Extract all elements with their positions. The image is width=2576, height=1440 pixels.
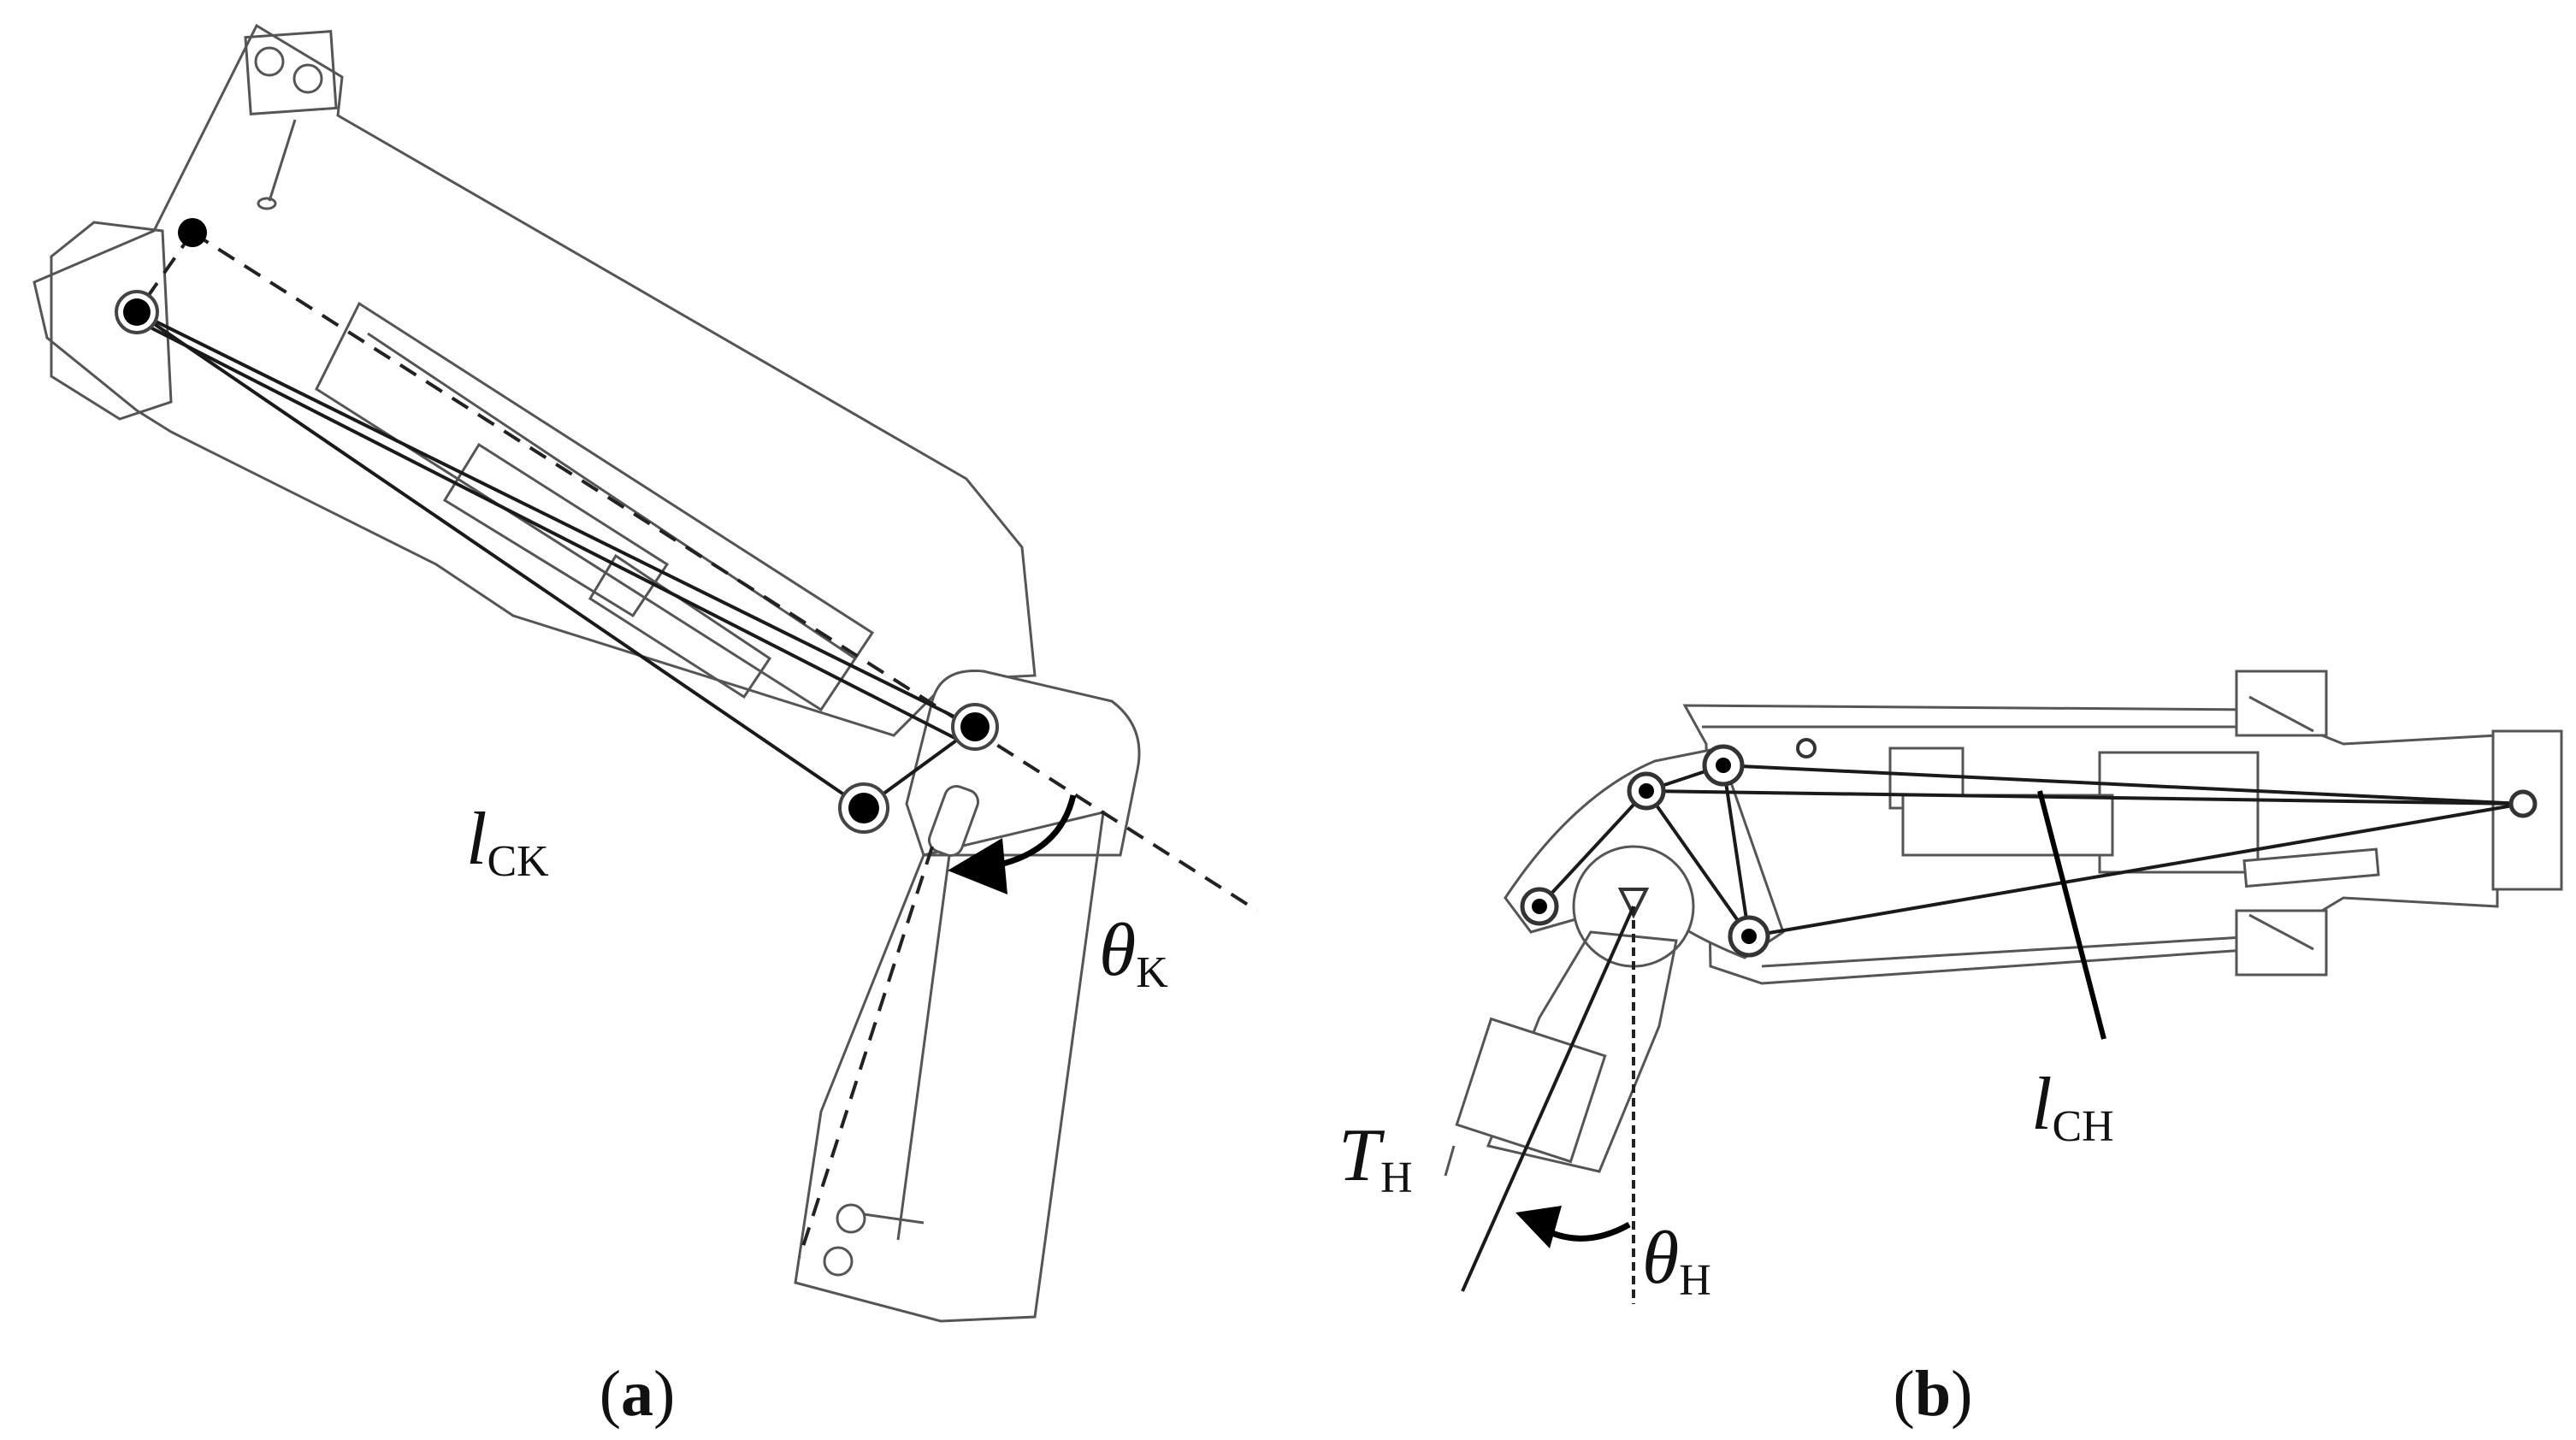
hip-angle-arrowhead	[1515, 1206, 1562, 1248]
panel-b-hip-diagram: lCH TH θH	[1338, 670, 2563, 1305]
actuator-line-3	[145, 323, 967, 746]
bottom-flange	[2235, 909, 2328, 977]
left-clevis-block	[50, 221, 173, 421]
upper-screw-1	[254, 46, 285, 77]
panel-a-knee-diagram: lCK θK	[32, 23, 1259, 1323]
actuator-line-1	[136, 310, 976, 729]
lower-screw-2	[823, 1246, 854, 1277]
actuator-line-2	[135, 310, 866, 810]
thigh-axis-dashed	[191, 231, 1259, 912]
hip-link-rod-3	[1645, 789, 1751, 938]
length-label-lch: lCH	[2031, 1063, 2114, 1151]
hip-angle-arrow	[1546, 1221, 1631, 1242]
lch-leader-line	[2037, 790, 2106, 1040]
shank-axis-dashed	[798, 846, 934, 1258]
caption-b: (b)	[1894, 1358, 1973, 1430]
torque-label-th: TH	[1338, 1114, 1413, 1202]
hip-actuator-line-1	[1645, 789, 2524, 806]
lower-screw-1	[836, 1203, 866, 1234]
angle-label-theta-k: θK	[1099, 909, 1168, 997]
top-reference-pin	[178, 218, 207, 247]
length-label-lck: lCK	[466, 798, 549, 886]
hip-link-rod-1	[1538, 789, 1648, 908]
actuator-cylinder	[315, 301, 875, 712]
upper-screw-2	[292, 63, 323, 94]
hip-joint-triangle	[1617, 888, 1650, 919]
angle-label-theta-h: θH	[1642, 1217, 1711, 1305]
hip-actuator-line-3	[1748, 802, 2524, 938]
hip-actuator-line-2	[1722, 764, 2524, 806]
upper-mounting-plate	[244, 30, 338, 115]
shank-frame-outline	[794, 811, 1105, 1323]
hip-pin-5	[2508, 789, 2538, 818]
caption-a: (a)	[600, 1358, 676, 1430]
thigh-frame-outline	[32, 23, 1037, 737]
top-flange	[2235, 670, 2328, 737]
knee-angle-arrowhead	[948, 838, 1007, 894]
knee-angle-arrow	[996, 794, 1077, 869]
thigh-axis-line	[1461, 906, 1635, 1292]
thigh-link	[1486, 930, 1678, 1173]
